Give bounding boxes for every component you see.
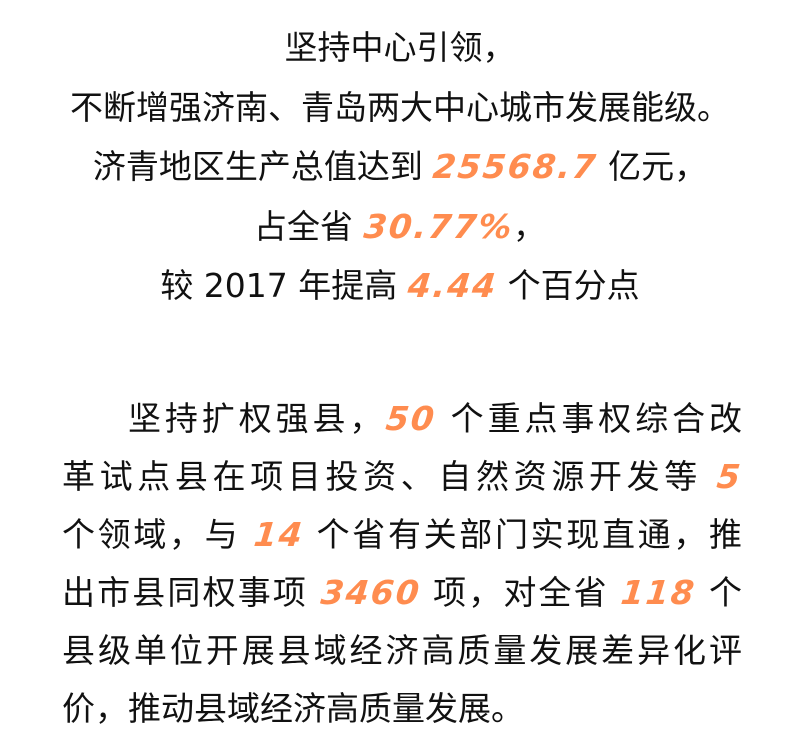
share-suffix: ， [512,206,546,246]
line-4-suffix-2: 个 [696,573,742,612]
share-prefix: 占全省 [254,206,364,246]
increase-prefix: 较 2017 年提高 [160,266,408,305]
summary-block: 坚持中心引领， 不断增强济南、青岛两大中心城市发展能级。 济青地区生产总值达到 … [0,18,800,316]
increase-line: 较 2017 年提高 4.44 个百分点 [0,256,800,316]
line-4-suffix: 项，对全省 [420,573,622,612]
increase-value: 4.44 [405,266,500,305]
headline-line-2: 不断增强济南、青岛两大中心城市发展能级。 [70,87,730,127]
gdp-line: 济青地区生产总值达到 25568.7 亿元， [0,137,800,197]
pilot-county-count: 50 [384,399,439,438]
paragraph-line-4: 出市县同权事项 3460 项，对全省 118 个 [62,564,742,622]
line-1-prefix: 坚持扩权强县， [128,399,387,438]
headline-line-1: 坚持中心引领， [284,28,516,67]
line-2-prefix: 革试点县在项目投资、自然资源开发等 [62,457,718,496]
share-line: 占全省 30.77%， [0,197,800,257]
line-3-suffix: 个省有关部门实现直通，推 [303,515,742,554]
share-value: 30.77% [361,206,516,246]
gdp-value: 25568.7 [431,147,600,186]
line-4-prefix: 出市县同权事项 [62,573,321,612]
paragraph-line-3: 个领域，与 14 个省有关部门实现直通，推 [62,506,742,564]
gdp-suffix: 亿元， [597,147,708,186]
county-unit-count: 118 [619,573,699,612]
matter-count: 3460 [318,573,423,612]
paragraph-line-1: 坚持扩权强县，50 个重点事权综合改 [62,390,742,448]
line-3-prefix: 个领域，与 [62,515,254,554]
increase-suffix: 个百分点 [497,266,640,305]
department-count: 14 [251,515,306,554]
paragraph-line-6: 价，推动县域经济高质量发展。 [62,689,524,728]
county-reform-paragraph: 坚持扩权强县，50 个重点事权综合改 革试点县在项目投资、自然资源开发等 5 个… [62,390,745,738]
domain-count: 5 [715,457,745,496]
paragraph-line-2: 革试点县在项目投资、自然资源开发等 5 [62,448,745,506]
paragraph-line-5: 县级单位开展县域经济高质量发展差异化评 [62,631,742,670]
line-1-suffix: 个重点事权综合改 [436,399,743,438]
gdp-prefix: 济青地区生产总值达到 [92,147,434,186]
